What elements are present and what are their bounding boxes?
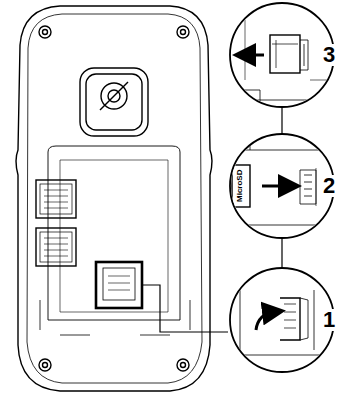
detail-circle bbox=[230, 3, 340, 110]
callout-number: 3 bbox=[322, 44, 336, 66]
callout-number: 1 bbox=[322, 309, 336, 331]
phone-back bbox=[16, 6, 282, 391]
card-label: MicroSD bbox=[236, 170, 244, 202]
callout-number: 2 bbox=[322, 175, 336, 197]
detail-circle bbox=[230, 268, 340, 372]
detail-circle bbox=[230, 134, 340, 238]
